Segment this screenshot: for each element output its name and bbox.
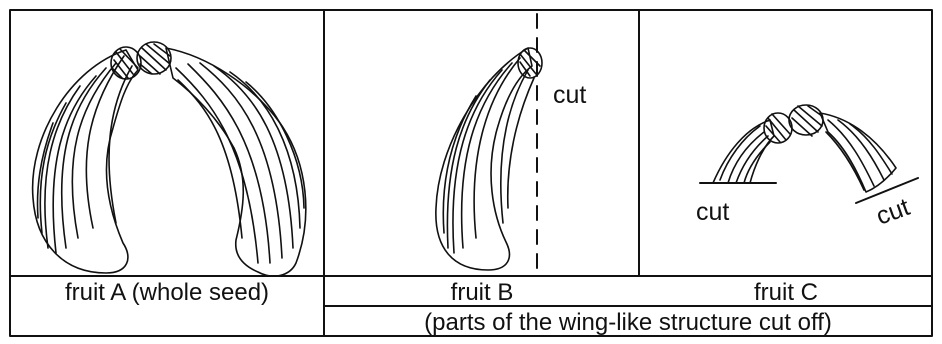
fruit-b-caption: fruit B	[451, 279, 514, 306]
fruit-a-caption: fruit A (whole seed)	[65, 279, 269, 306]
fruit-bc-shared-caption: (parts of the wing-like structure cut of…	[424, 309, 832, 336]
seed-diagram: cut cut cut fruit A (whole seed) fruit B…	[8, 8, 934, 338]
fruit-c-cut-label-left: cut	[696, 198, 729, 226]
fruit-a-right-wing	[166, 48, 306, 276]
fruit-c-caption: fruit C	[754, 279, 818, 306]
fruit-c-cut-label-right: cut	[872, 193, 913, 231]
fruit-c-drawing	[700, 105, 918, 203]
diagram-svg: cut cut cut fruit A (whole seed) fruit B…	[8, 8, 934, 338]
fruit-b-drawing	[436, 14, 542, 270]
fruit-b-cut-label: cut	[553, 81, 586, 109]
fruit-a-drawing	[33, 42, 306, 276]
